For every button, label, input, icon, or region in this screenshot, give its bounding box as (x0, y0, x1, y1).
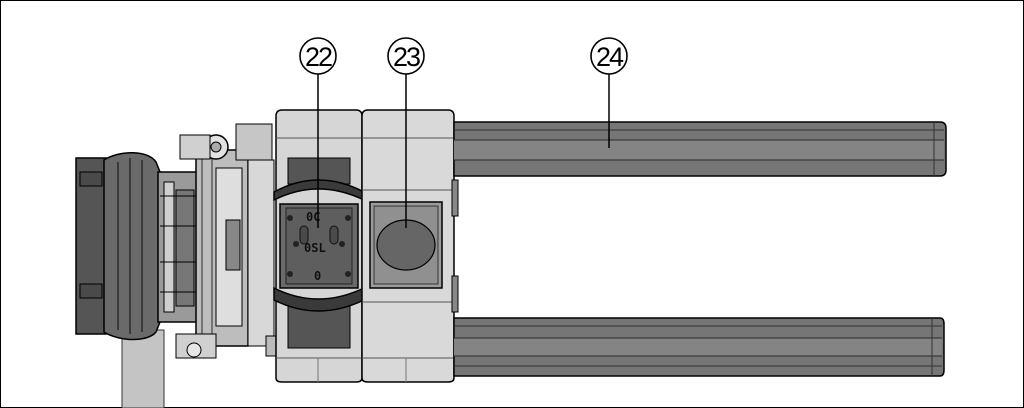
callout-24: 24 (590, 37, 628, 75)
handle-joint (157, 123, 277, 359)
marking-top: 0C (306, 210, 320, 224)
callout-22: 22 (299, 37, 337, 75)
marking-middle: 0SL (304, 241, 326, 255)
callout-22-label: 22 (305, 42, 332, 72)
rubber-grip (75, 152, 161, 341)
callout-24-label: 24 (596, 42, 624, 72)
callout-23: 23 (387, 37, 425, 75)
rail-lower (453, 317, 945, 377)
callout-23-label: 23 (393, 42, 420, 72)
support-post (121, 329, 165, 408)
rail-upper (453, 121, 947, 177)
marking-bottom: 0 (314, 269, 321, 283)
switch-plate: 0C 0SL 0 (279, 203, 359, 289)
inspection-window (369, 201, 443, 289)
